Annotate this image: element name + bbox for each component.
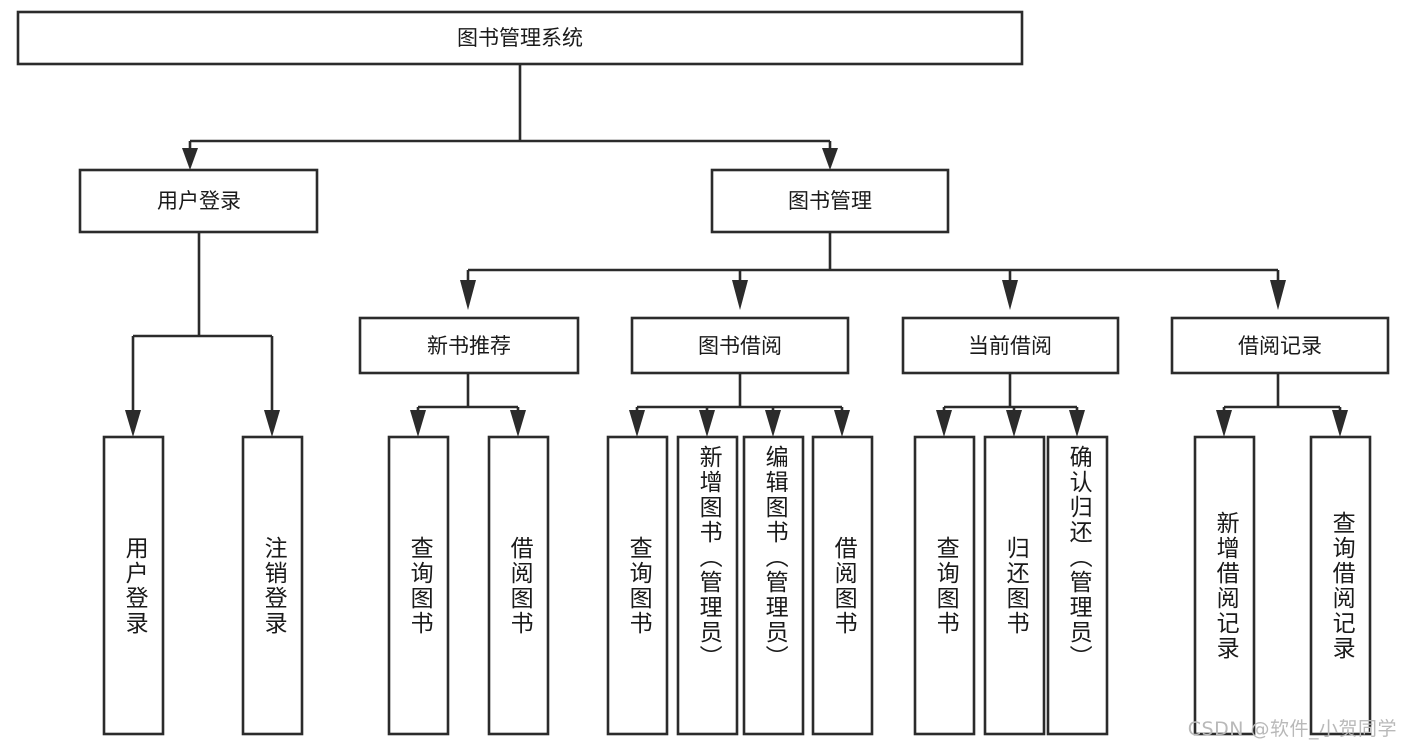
node-user-login-label: 用户登录 bbox=[157, 189, 241, 213]
arrow-head-icon bbox=[1332, 410, 1348, 437]
node-borrow-record[interactable]: 借阅记录 bbox=[1170, 316, 1390, 375]
leaf-box-user-login-0[interactable] bbox=[102, 435, 165, 736]
arrow-head-icon bbox=[264, 410, 280, 437]
leaf-box-book-borrow-1[interactable] bbox=[676, 435, 739, 736]
leaf-box-current-borrow-1[interactable] bbox=[983, 435, 1046, 736]
node-book-manage-label: 图书管理 bbox=[788, 189, 872, 213]
connector-group-borrow-record bbox=[1216, 373, 1348, 437]
node-book-manage[interactable]: 图书管理 bbox=[710, 168, 950, 234]
node-user-login-box bbox=[78, 168, 319, 234]
node-new-book-recommend-label: 新书推荐 bbox=[427, 334, 511, 358]
node-borrow-record-box bbox=[1170, 316, 1390, 375]
leaf-box-current-borrow-0[interactable] bbox=[913, 435, 976, 736]
leaf-box-user-login-1[interactable] bbox=[241, 435, 304, 736]
leaf-box-book-borrow-3[interactable] bbox=[811, 435, 874, 736]
arrow-head-icon bbox=[125, 410, 141, 437]
arrow-head-icon bbox=[834, 410, 850, 437]
leaf-box-current-borrow-2[interactable] bbox=[1046, 435, 1109, 736]
arrow-head-icon bbox=[936, 410, 952, 437]
node-book-borrow-box bbox=[630, 316, 850, 375]
connector-group-new-book bbox=[410, 373, 526, 437]
node-book-borrow-label: 图书借阅 bbox=[698, 334, 782, 358]
arrow-head-icon bbox=[765, 410, 781, 437]
arrow-head-icon bbox=[1270, 280, 1286, 310]
watermark-text: CSDN @软件_小贺同学 bbox=[1187, 718, 1397, 740]
arrow-head-icon bbox=[1006, 410, 1022, 437]
connector-group-root bbox=[182, 64, 838, 170]
node-book-manage-box bbox=[710, 168, 950, 234]
leaf-box-new-book-1[interactable] bbox=[487, 435, 550, 736]
leaf-box-new-book-0[interactable] bbox=[387, 435, 450, 736]
leaf-box-borrow-record-0[interactable] bbox=[1193, 435, 1256, 736]
node-root-label: 图书管理系统 bbox=[457, 26, 583, 50]
node-current-borrow-box bbox=[901, 316, 1120, 375]
connector-group-book-manage bbox=[460, 232, 1286, 310]
arrow-head-icon bbox=[822, 148, 838, 170]
arrow-head-icon bbox=[510, 410, 526, 437]
node-current-borrow-label: 当前借阅 bbox=[968, 334, 1052, 358]
node-current-borrow[interactable]: 当前借阅 bbox=[901, 316, 1120, 375]
node-book-borrow[interactable]: 图书借阅 bbox=[630, 316, 850, 375]
node-borrow-record-label: 借阅记录 bbox=[1238, 334, 1322, 358]
node-new-book-recommend[interactable]: 新书推荐 bbox=[358, 316, 580, 375]
leaf-box-book-borrow-2[interactable] bbox=[742, 435, 805, 736]
arrow-head-icon bbox=[1002, 280, 1018, 310]
node-root-system[interactable]: 图书管理系统 bbox=[16, 10, 1024, 66]
arrow-head-icon bbox=[629, 410, 645, 437]
node-new-book-recommend-box bbox=[358, 316, 580, 375]
connector-group-book-borrow bbox=[629, 373, 850, 437]
node-root-box bbox=[16, 10, 1024, 66]
arrow-head-icon bbox=[1069, 410, 1085, 437]
leaf-box-book-borrow-0[interactable] bbox=[606, 435, 669, 736]
connector-group-current-borrow bbox=[936, 373, 1085, 437]
arrow-head-icon bbox=[699, 410, 715, 437]
arrow-head-icon bbox=[460, 280, 476, 310]
arrow-head-icon bbox=[410, 410, 426, 437]
node-user-login[interactable]: 用户登录 bbox=[78, 168, 319, 234]
connector-group-user-login bbox=[125, 232, 280, 437]
arrow-head-icon bbox=[732, 280, 748, 310]
leaf-box-borrow-record-1[interactable] bbox=[1309, 435, 1372, 736]
arrow-head-icon bbox=[182, 148, 198, 170]
arrow-head-icon bbox=[1216, 410, 1232, 437]
